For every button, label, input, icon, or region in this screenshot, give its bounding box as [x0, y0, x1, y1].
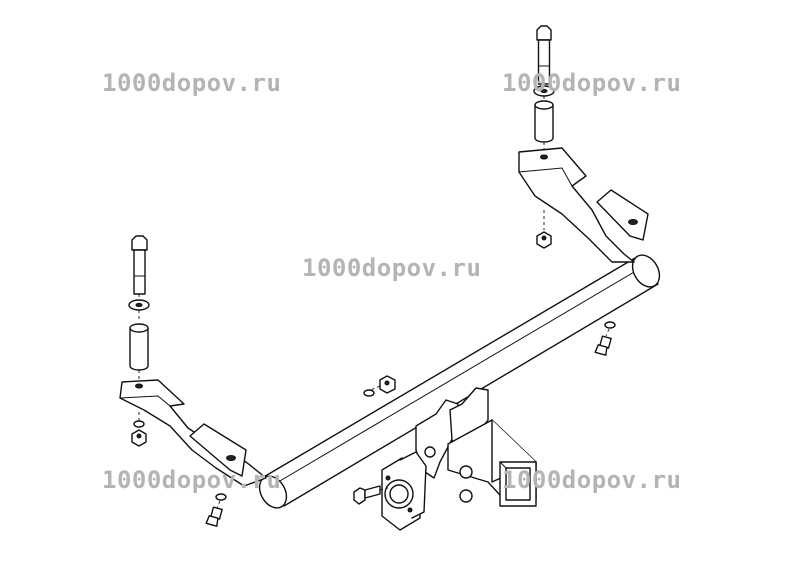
center-hex-nut-icon: [363, 375, 396, 397]
right-mounting-bracket-icon: [518, 147, 649, 263]
socket-plate-icon: [381, 451, 427, 531]
left-mounting-bracket-icon: [119, 379, 267, 487]
left-washer-icon: [128, 299, 150, 311]
left-bolt-icon: [131, 235, 148, 295]
receiver-hitch-icon: [415, 387, 537, 507]
left-small-washer-icon: [215, 493, 227, 501]
left-hex-nut-icon: [131, 429, 147, 447]
right-small-washer-icon: [604, 321, 616, 329]
cross-tube-icon: [258, 254, 661, 509]
watermark-text: 1000dopov.ru: [502, 69, 681, 97]
left-washer-small-icon: [133, 420, 145, 428]
right-spacer-sleeve-icon: [534, 100, 554, 143]
right-hex-nut-icon: [536, 231, 552, 249]
socket-bolt-icon: [353, 485, 381, 505]
watermark-text: 1000dopov.ru: [502, 466, 681, 494]
left-spacer-sleeve-icon: [129, 323, 149, 371]
watermark-text: 1000dopov.ru: [102, 69, 281, 97]
left-small-bolt-icon: [205, 506, 223, 527]
watermark-text: 1000dopov.ru: [302, 254, 481, 282]
watermark-text: 1000dopov.ru: [102, 466, 281, 494]
right-small-bolt-icon: [594, 335, 612, 356]
